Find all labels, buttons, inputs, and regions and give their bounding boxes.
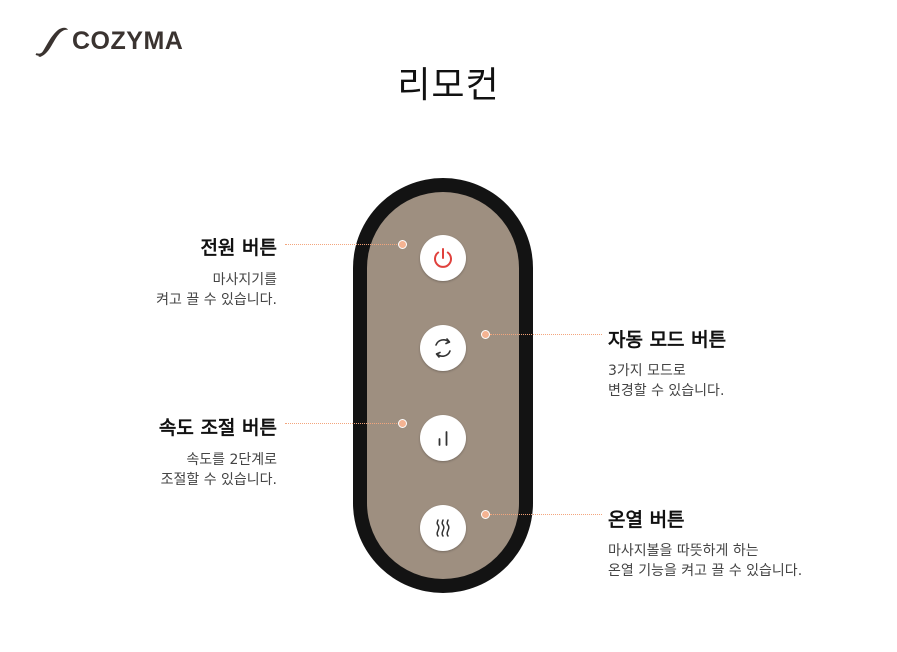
- remote-face: [367, 192, 519, 579]
- brand-logo: COZYMA: [34, 24, 183, 58]
- speed-desc-line-2: 조절할 수 있습니다.: [160, 472, 277, 488]
- power-button[interactable]: [420, 235, 466, 281]
- speed-bars-icon: [438, 431, 448, 446]
- heat-button[interactable]: [420, 505, 466, 551]
- auto-mode-callout-dot: [481, 330, 490, 339]
- heat-label-title: 온열 버튼: [608, 509, 685, 531]
- heat-callout-dot: [481, 510, 490, 519]
- auto-mode-label-desc: 3가지 모드로 변경할 수 있습니다.: [608, 361, 724, 401]
- speed-callout-dot: [398, 419, 407, 428]
- power-desc-line-2: 켜고 끌 수 있습니다.: [156, 292, 277, 308]
- speed-label-title: 속도 조절 버튼: [158, 417, 277, 439]
- page-title: 리모컨: [397, 65, 500, 106]
- heat-label-desc: 마사지볼을 따뜻하게 하는 온열 기능을 켜고 끌 수 있습니다.: [608, 541, 802, 581]
- heat-desc-line-2: 온열 기능을 켜고 끌 수 있습니다.: [608, 563, 803, 579]
- heat-desc-line-1: 마사지볼을 따뜻하게 하는: [608, 543, 759, 559]
- power-label-title: 전원 버튼: [200, 237, 277, 259]
- heat-leader-line: [490, 514, 602, 515]
- power-leader-line: [285, 244, 399, 245]
- brand-name: COZYMA: [72, 26, 184, 55]
- cycle-arrows-icon: [435, 338, 451, 358]
- speed-button[interactable]: [420, 415, 466, 461]
- speed-desc-line-1: 속도를 2단계로: [186, 452, 277, 468]
- logo-swoosh-icon: [35, 27, 68, 57]
- auto-mode-label-title: 자동 모드 버튼: [608, 329, 727, 351]
- power-desc-line-1: 마사지기를: [212, 272, 277, 288]
- speed-leader-line: [285, 423, 399, 424]
- auto-mode-leader-line: [490, 334, 602, 335]
- auto-mode-button[interactable]: [420, 325, 466, 371]
- heat-waves-icon: [436, 519, 450, 537]
- power-icon: [434, 248, 452, 268]
- remote-control: [353, 178, 533, 593]
- speed-label-desc: 속도를 2단계로 조절할 수 있습니다.: [161, 450, 277, 490]
- auto-mode-desc-line-2: 변경할 수 있습니다.: [608, 383, 725, 399]
- auto-mode-desc-line-1: 3가지 모드로: [608, 363, 686, 379]
- power-label-desc: 마사지기를 켜고 끌 수 있습니다.: [156, 270, 277, 310]
- power-callout-dot: [398, 240, 407, 249]
